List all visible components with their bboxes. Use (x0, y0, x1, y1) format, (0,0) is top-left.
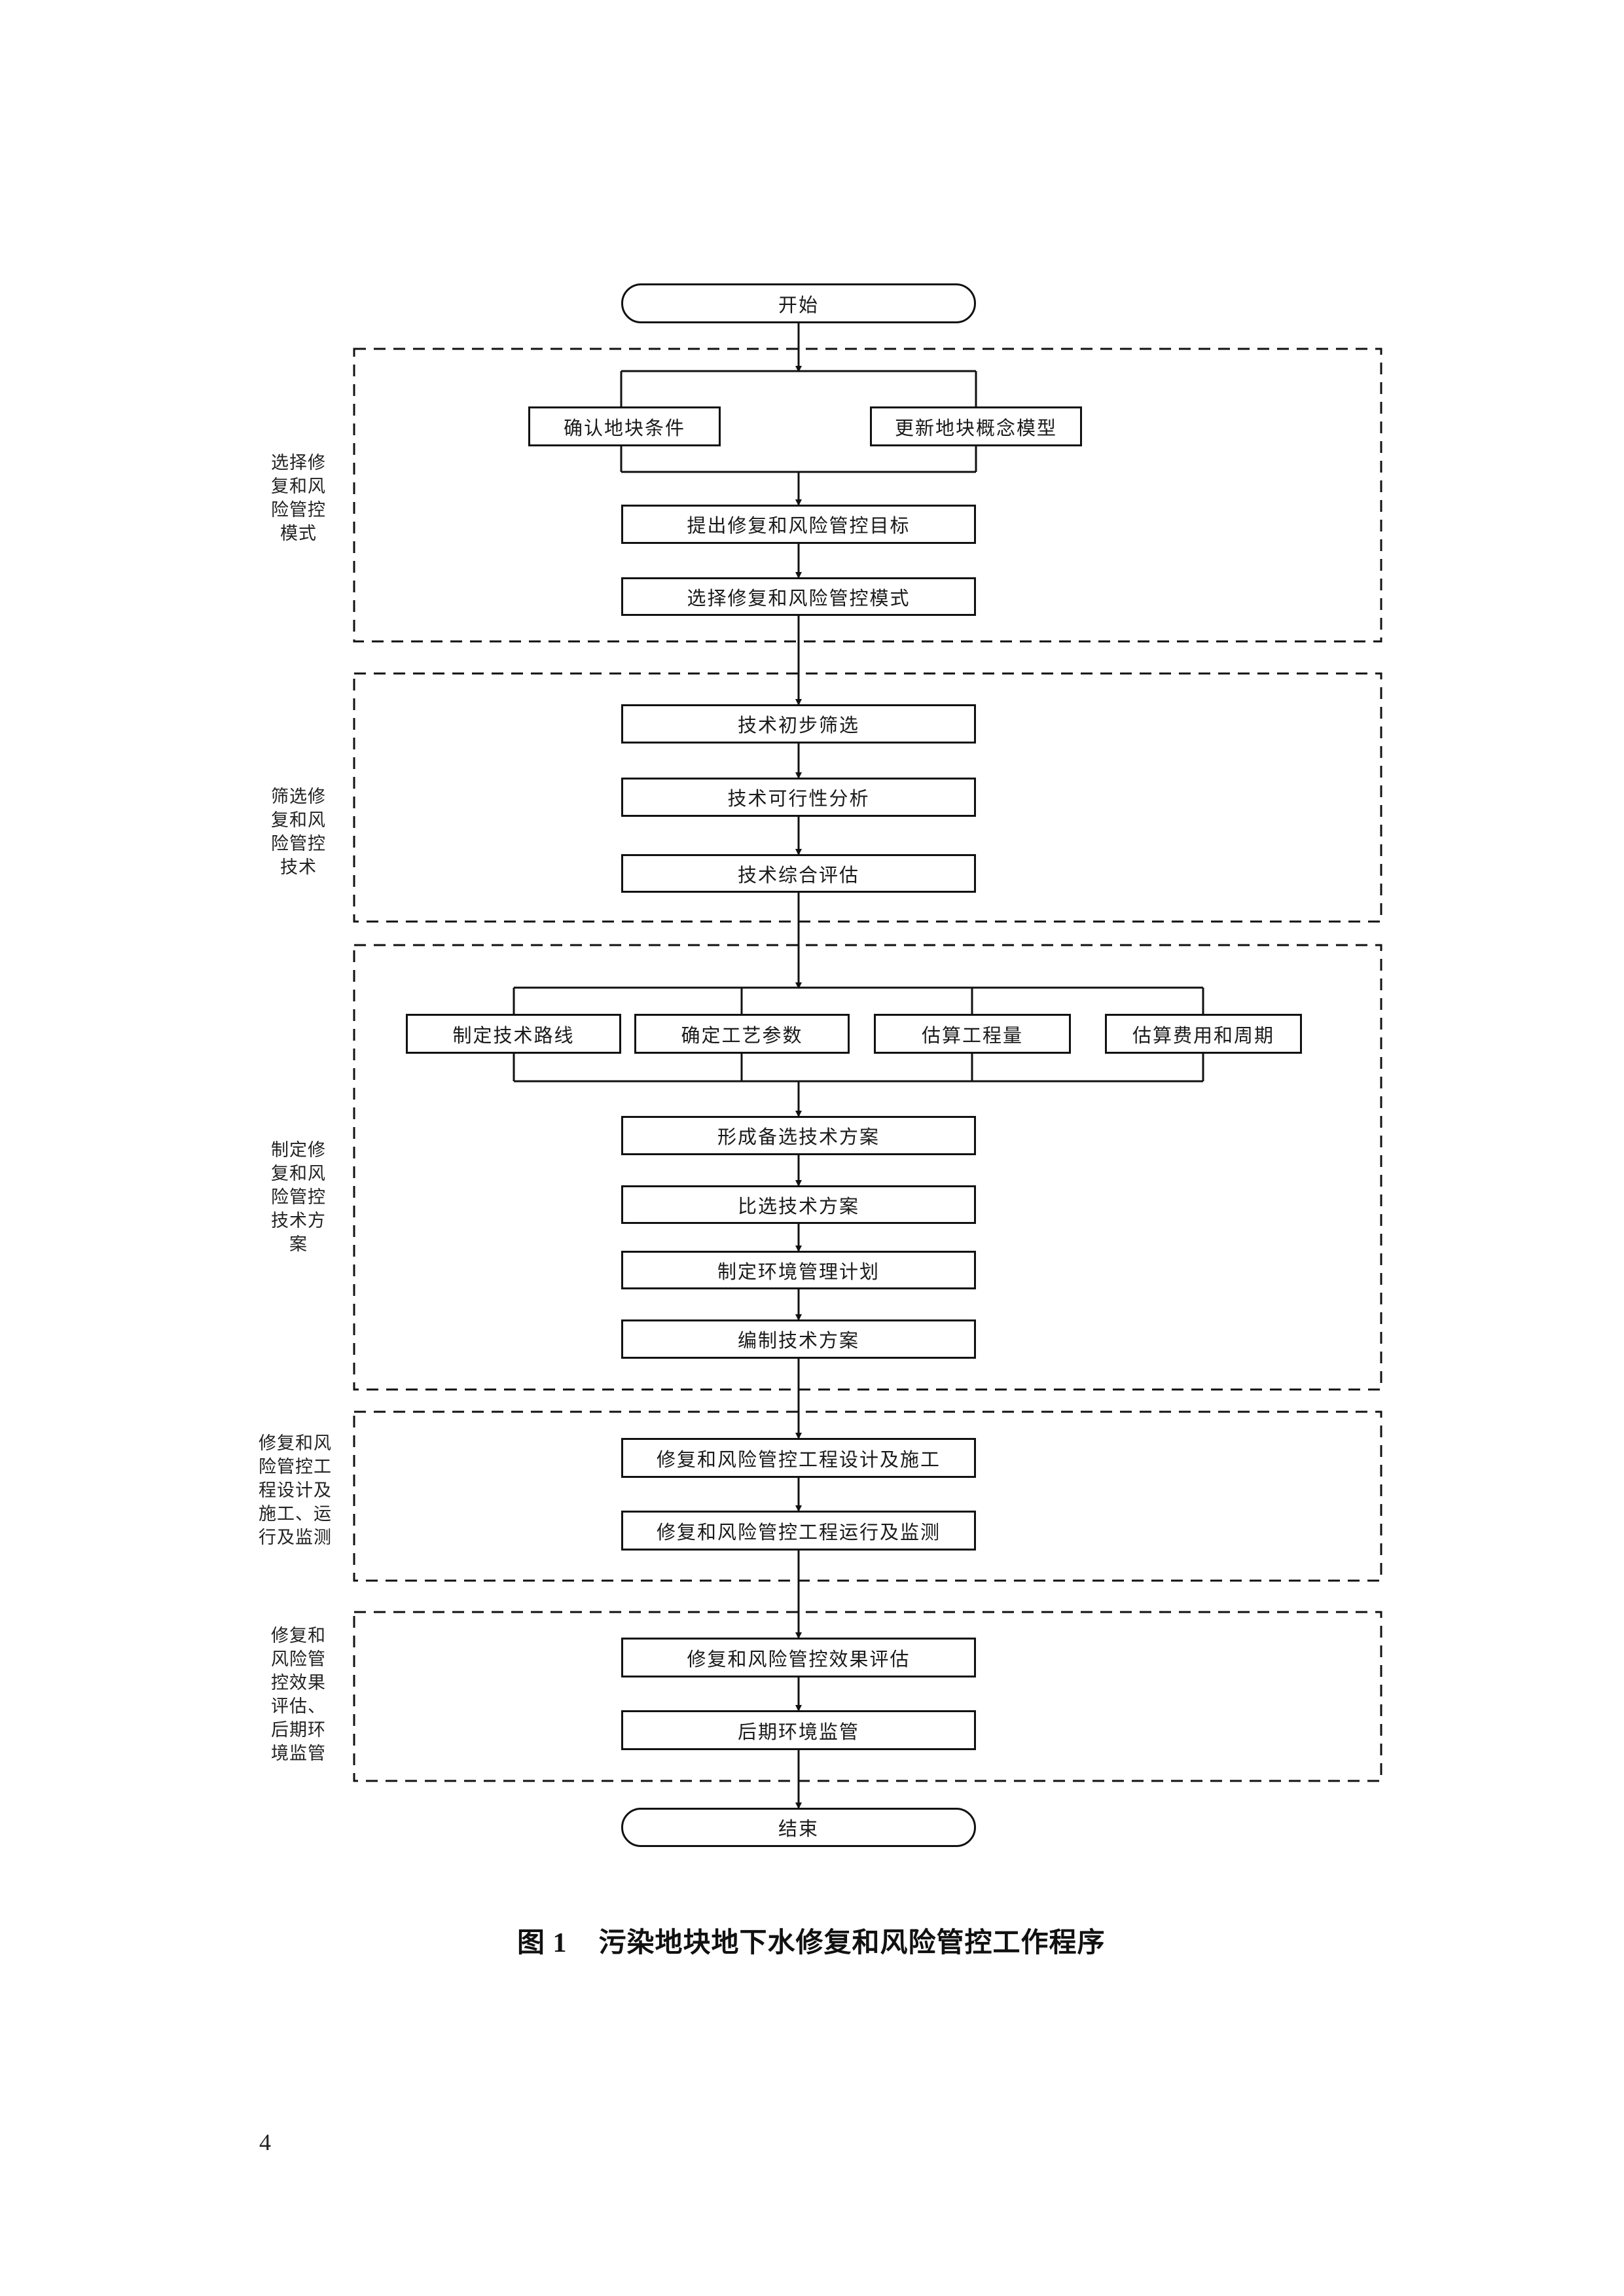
stage-frame-select-mode (353, 348, 1382, 643)
stage-label-engineering: 修复和风 险管控工 程设计及 施工、运 行及监测 (259, 1433, 332, 1548)
step-alternative-plans: 形成备选技术方案 (621, 1116, 976, 1155)
step-post-environmental-supervision: 后期环境监管 (621, 1710, 976, 1750)
step-environment-management-plan: 制定环境管理计划 (621, 1251, 976, 1289)
step-engineering-operation-monitoring: 修复和风险管控工程运行及监测 (621, 1511, 976, 1551)
step-estimate-quantities: 估算工程量 (874, 1014, 1071, 1054)
step-process-parameters: 确定工艺参数 (634, 1014, 850, 1054)
step-comprehensive-evaluation: 技术综合评估 (621, 854, 976, 893)
stage-frame-effect-evaluation (353, 1611, 1382, 1782)
stage-frame-screen-technology (353, 672, 1382, 923)
step-technical-route: 制定技术路线 (406, 1014, 621, 1054)
figure-title: 污染地块地下水修复和风险管控工作程序 (598, 1926, 1106, 1958)
stage-frame-engineering (353, 1410, 1382, 1582)
step-initial-screening: 技术初步筛选 (621, 704, 976, 744)
step-feasibility-analysis: 技术可行性分析 (621, 778, 976, 817)
stage-label-screen-technology: 筛选修 复和风 险管控 技术 (271, 787, 326, 878)
figure-caption: 图 1 污染地块地下水修复和风险管控工作程序 (517, 1920, 1106, 1960)
step-compile-technical-plan: 编制技术方案 (621, 1319, 976, 1359)
page-number: 4 (259, 2129, 271, 2155)
stage-label-select-mode: 选择修 复和风 险管控 模式 (271, 453, 326, 544)
step-compare-plans: 比选技术方案 (621, 1185, 976, 1224)
step-estimate-cost-period: 估算费用和周期 (1105, 1014, 1302, 1054)
step-engineering-design-construction: 修复和风险管控工程设计及施工 (621, 1438, 976, 1478)
step-confirm-site-conditions: 确认地块条件 (528, 406, 721, 446)
figure-number: 图 1 (517, 1928, 568, 1958)
end-terminal: 结束 (621, 1808, 976, 1847)
step-propose-targets: 提出修复和风险管控目标 (621, 505, 976, 544)
stage-frames (353, 348, 1382, 1782)
stage-label-effect-evaluation: 修复和 风险管 控效果 评估、 后期环 境监管 (271, 1626, 326, 1764)
step-select-mode: 选择修复和风险管控模式 (621, 577, 976, 616)
start-terminal: 开始 (621, 283, 976, 323)
stage-label-technical-plan: 制定修 复和风 险管控 技术方 案 (271, 1140, 326, 1255)
connector-lines (513, 323, 1204, 1809)
step-effect-evaluation: 修复和风险管控效果评估 (621, 1638, 976, 1677)
stage-frame-technical-plan (353, 944, 1382, 1391)
step-update-conceptual-model: 更新地块概念模型 (870, 406, 1082, 446)
